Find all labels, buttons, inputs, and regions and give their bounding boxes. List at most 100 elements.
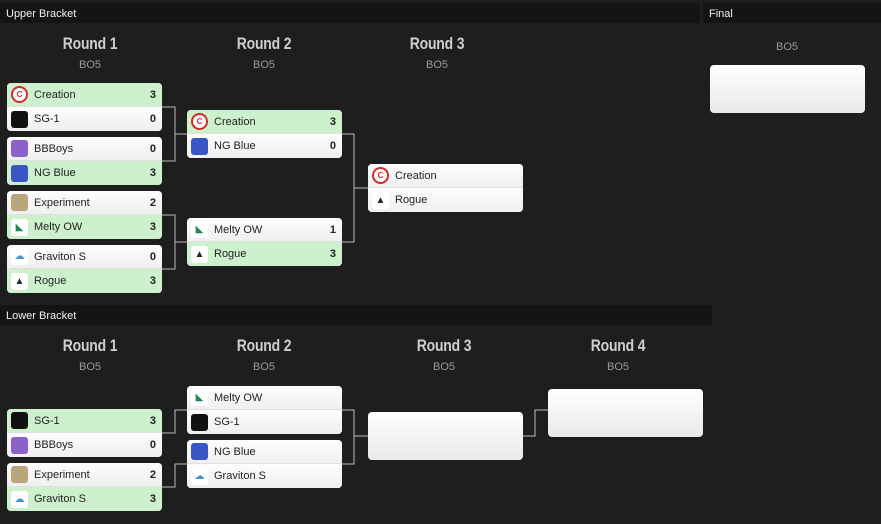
graviton-logo-icon: ☁: [191, 467, 208, 485]
lower-bracket-header: Lower Bracket: [0, 305, 712, 325]
experiment-logo-icon: [11, 194, 28, 211]
team-name: Melty OW: [214, 391, 263, 404]
team-name: SG-1: [34, 414, 60, 427]
lower-round-1-title: Round 1: [62, 336, 118, 355]
team-row[interactable]: SG-1 3: [7, 409, 162, 433]
team-name: Creation: [34, 88, 76, 101]
upper-r1-match-4[interactable]: ☁ Graviton S 0 ▲ Rogue 3: [7, 245, 162, 293]
upper-r3-match-1[interactable]: C Creation ▲ Rogue: [368, 164, 523, 212]
creation-logo-icon: C: [11, 86, 28, 103]
team-name: SG-1: [214, 416, 240, 428]
melty-logo-icon: ◣: [191, 221, 208, 238]
final-match[interactable]: [710, 65, 865, 113]
team-row[interactable]: BBBoys 0: [7, 137, 162, 161]
upper-round-3-title: Round 3: [409, 34, 465, 53]
team-score: 3: [149, 275, 156, 287]
team-name: Experiment: [34, 196, 90, 209]
team-score: 3: [149, 167, 156, 179]
team-name: Rogue: [34, 275, 67, 287]
team-score: 0: [149, 250, 156, 263]
team-name: Graviton S: [34, 493, 86, 505]
team-name: SG-1: [34, 113, 60, 125]
team-score: 2: [149, 196, 156, 209]
team-score: 3: [329, 115, 336, 128]
creation-logo-icon: C: [372, 167, 389, 184]
lower-round-2-title: Round 2: [236, 336, 292, 355]
upper-round-3-bo: BO5: [425, 59, 448, 71]
team-row[interactable]: ☁ Graviton S 0: [7, 245, 162, 269]
upper-round-1-bo: BO5: [78, 59, 101, 71]
team-name: NG Blue: [214, 445, 256, 458]
team-row[interactable]: C Creation: [368, 164, 523, 188]
team-row[interactable]: SG-1 0: [7, 107, 162, 131]
team-row[interactable]: ◣Melty OW: [187, 386, 342, 410]
creation-logo-icon: C: [191, 113, 208, 130]
team-row[interactable]: NG Blue 3: [7, 161, 162, 185]
team-name: Creation: [395, 169, 437, 182]
team-row[interactable]: SG-1: [187, 410, 342, 434]
upper-r1-match-2[interactable]: BBBoys 0 NG Blue 3: [7, 137, 162, 185]
team-score: 3: [149, 493, 156, 505]
team-score: 0: [149, 142, 156, 155]
sg1-logo-icon: [191, 413, 208, 431]
team-name: Rogue: [395, 194, 428, 206]
lower-bracket-title: Lower Bracket: [6, 310, 77, 322]
team-row[interactable]: C Creation 3: [187, 110, 342, 134]
team-row[interactable]: NG Blue: [187, 440, 342, 464]
graviton-logo-icon: ☁: [11, 490, 28, 508]
team-score: 3: [149, 414, 156, 427]
team-score: 0: [329, 140, 336, 152]
lower-round-4-bo: BO5: [606, 361, 629, 373]
team-row[interactable]: ◣ Melty OW 1: [187, 218, 342, 242]
upper-round-2-title: Round 2: [236, 34, 292, 53]
rogue-logo-icon: ▲: [191, 245, 208, 263]
melty-logo-icon: ◣: [11, 218, 28, 236]
team-name: BBBoys: [34, 142, 74, 155]
team-name: Melty OW: [214, 223, 263, 236]
team-row[interactable]: ▲ Rogue 3: [7, 269, 162, 293]
team-name: Graviton S: [214, 470, 266, 482]
ngblue-logo-icon: [191, 443, 208, 460]
graviton-logo-icon: ☁: [11, 248, 28, 265]
lower-r4-match-1[interactable]: [548, 389, 703, 437]
lower-r2-match-2[interactable]: NG Blue ☁ Graviton S: [187, 440, 342, 488]
lower-r3-match-1[interactable]: [368, 412, 523, 460]
lower-r2-match-1[interactable]: ◣Melty OW SG-1: [187, 386, 342, 434]
lower-round-4-title: Round 4: [590, 336, 646, 355]
team-row[interactable]: ☁ Graviton S: [187, 464, 342, 488]
bbboys-logo-icon: [11, 140, 28, 157]
team-score: 3: [149, 88, 156, 101]
team-name: Creation: [214, 115, 256, 128]
lower-round-3-title: Round 3: [416, 336, 472, 355]
upper-r1-match-1[interactable]: C Creation 3 SG-1 0: [7, 83, 162, 131]
team-name: NG Blue: [34, 167, 76, 179]
team-row[interactable]: Experiment 2: [7, 191, 162, 215]
ngblue-logo-icon: [191, 137, 208, 155]
rogue-logo-icon: ▲: [372, 191, 389, 209]
rogue-logo-icon: ▲: [11, 272, 28, 290]
team-row[interactable]: ☁ Graviton S 3: [7, 487, 162, 511]
team-row[interactable]: ▲ Rogue: [368, 188, 523, 212]
team-score: 0: [149, 113, 156, 125]
upper-bracket-title: Upper Bracket: [6, 8, 77, 20]
team-score: 0: [149, 439, 156, 451]
bbboys-logo-icon: [11, 436, 28, 454]
team-name: Graviton S: [34, 250, 86, 263]
team-score: 1: [329, 223, 336, 236]
lower-round-3-bo: BO5: [432, 361, 455, 373]
team-name: Rogue: [214, 248, 247, 260]
team-name: Experiment: [34, 468, 90, 481]
team-row[interactable]: C Creation 3: [7, 83, 162, 107]
team-name: Melty OW: [34, 221, 83, 233]
